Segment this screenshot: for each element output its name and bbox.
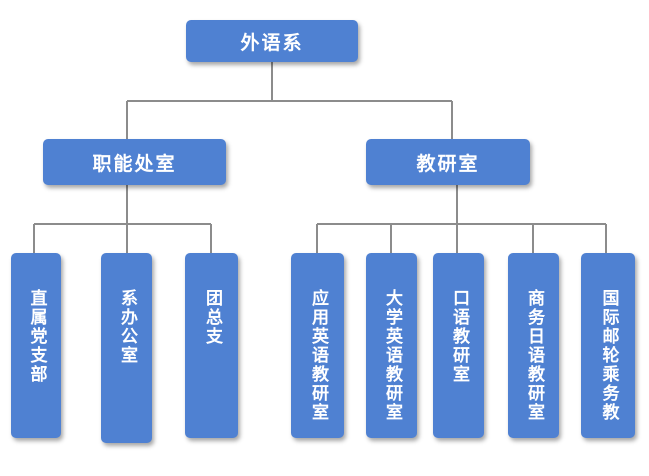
unit-node-label: 商务日语教研室 xyxy=(524,289,544,422)
unit-node-label: 口语教研室 xyxy=(449,289,469,384)
unit-node: 国际邮轮乘务教 xyxy=(581,253,635,438)
unit-node: 口语教研室 xyxy=(433,253,484,438)
root-node: 外语系 xyxy=(186,20,358,62)
unit-node-label: 大学英语教研室 xyxy=(382,289,402,422)
unit-node-label: 应用英语教研室 xyxy=(308,289,328,422)
unit-node: 应用英语教研室 xyxy=(291,253,344,438)
unit-node: 大学英语教研室 xyxy=(366,253,417,438)
branch-node-functional-offices: 职能处室 xyxy=(43,139,226,185)
unit-node: 商务日语教研室 xyxy=(508,253,559,438)
branch-node-label: 教研室 xyxy=(416,152,480,175)
unit-node-label: 直属党支部 xyxy=(26,289,47,384)
unit-node-label: 系办公室 xyxy=(117,289,137,365)
unit-node-label: 国际邮轮乘务教 xyxy=(598,289,619,422)
root-node-label: 外语系 xyxy=(240,31,304,54)
unit-node: 系办公室 xyxy=(101,253,152,443)
unit-node-label: 团总支 xyxy=(202,289,222,346)
branch-node-teaching-offices: 教研室 xyxy=(366,139,530,185)
unit-node: 直属党支部 xyxy=(11,253,61,438)
branch-node-label: 职能处室 xyxy=(92,152,177,175)
unit-node: 团总支 xyxy=(185,253,238,438)
